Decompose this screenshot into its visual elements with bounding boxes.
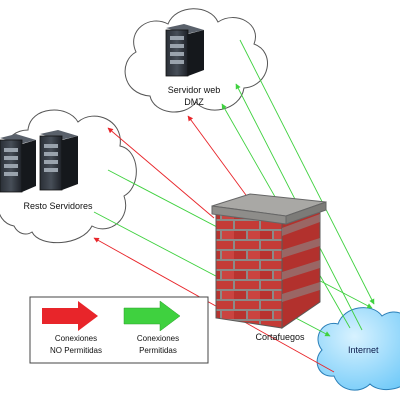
server-icon-right: [39, 130, 78, 191]
legend-allowed-line1: Conexiones: [136, 334, 180, 343]
firewall-label: Cortafuegos: [255, 332, 305, 342]
legend-denied-line2: NO Permitidas: [49, 346, 102, 355]
dmz-label-line2: DMZ: [184, 97, 204, 107]
legend-denied-label: Conexiones NO Permitidas: [34, 333, 118, 357]
legend: [29, 296, 209, 364]
resto-servidores-label: Resto Servidores: [23, 201, 93, 211]
conn-denied-firewall-to-dmz: [187, 115, 255, 207]
firewall-icon: [211, 193, 327, 329]
legend-allowed-label: Conexiones Permitidas: [116, 333, 200, 357]
internet-cloud: [316, 307, 400, 391]
legend-allowed-arrow: [123, 300, 181, 332]
legend-denied-line1: Conexiones: [54, 334, 98, 343]
conn-denied-firewall-to-resto: [107, 127, 215, 219]
conn-allowed-dmz-to-internet: [239, 39, 375, 305]
dmz-label-line1: Servidor web: [167, 85, 221, 95]
dmz-server-icon: [165, 24, 204, 77]
conn-denied-internet-to-resto: [93, 237, 335, 373]
legend-allowed-line2: Permitidas: [139, 346, 177, 355]
internet-label: Internet: [348, 345, 379, 355]
dmz-label: Servidor web DMZ: [152, 84, 236, 108]
legend-denied-arrow: [42, 301, 98, 331]
server-icon-left: [0, 134, 36, 193]
